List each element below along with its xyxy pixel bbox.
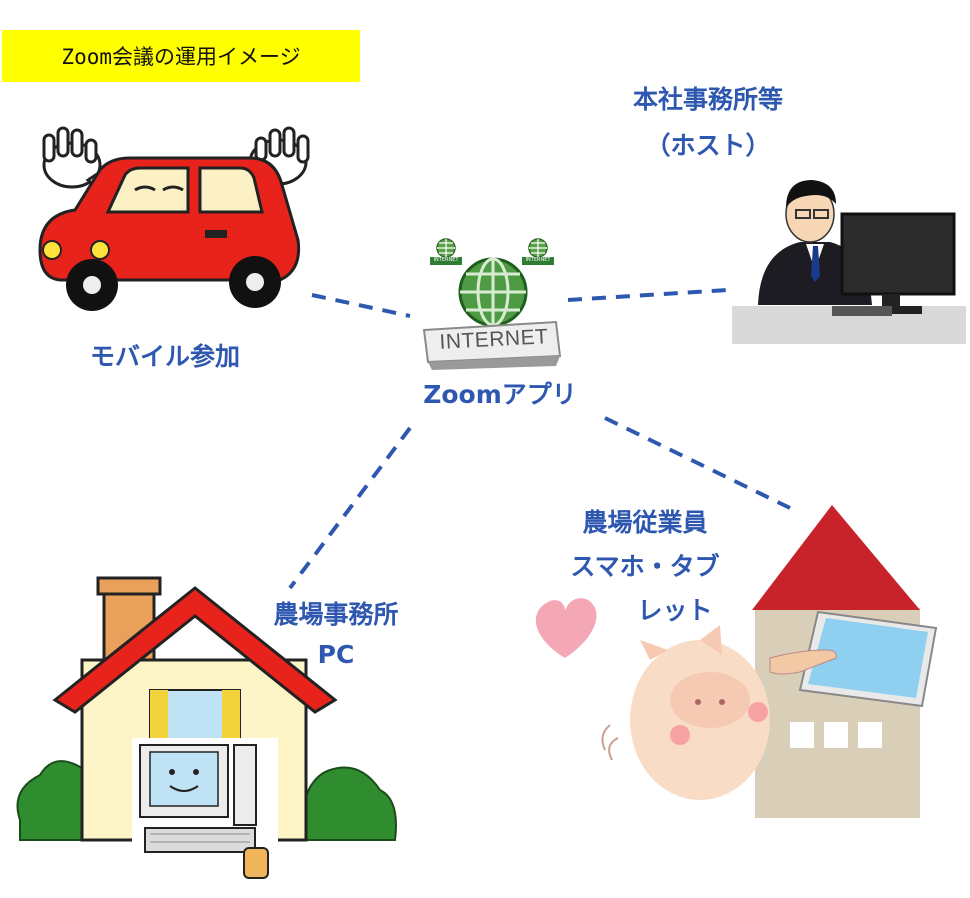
- connector-farm-office: [288, 426, 412, 590]
- connector-head-office: [567, 288, 729, 302]
- connector-farm-staff: [604, 416, 791, 510]
- farm-office-label: 農場事務所 PC: [236, 598, 436, 672]
- farm-staff-line3: レット: [637, 595, 713, 625]
- diagram-title-banner: Zoom会議の運用イメージ: [2, 30, 360, 82]
- head-office-line1: 本社事務所等: [632, 85, 783, 114]
- house-pc-icon: [16, 576, 397, 879]
- diagram-title: Zoom会議の運用イメージ: [61, 45, 301, 69]
- mobile-label: モバイル参加: [89, 342, 240, 371]
- farm-staff-label: 農場従業員 スマホ・タブ レット: [540, 506, 750, 627]
- hub-label: Zoomアプリ: [423, 380, 577, 409]
- internet-globe-icon: [422, 238, 562, 370]
- farm-office-line2: PC: [317, 639, 355, 669]
- head-office-label: 本社事務所等 （ホスト）: [598, 83, 818, 163]
- car-icon: [38, 126, 310, 311]
- farm-staff-line2: スマホ・タブ: [570, 551, 720, 581]
- heart-icon: [535, 598, 597, 658]
- head-office-line2: （ホスト）: [645, 130, 771, 160]
- businessman-computer-icon: [732, 180, 966, 344]
- connector-mobile: [311, 293, 411, 318]
- mini-sign-label-right: INTERNET: [525, 257, 551, 263]
- pig-tablet-icon: [601, 505, 938, 818]
- farm-office-line1: 農場事務所: [273, 600, 399, 629]
- farm-staff-line1: 農場従業員: [582, 508, 708, 537]
- mini-sign-label-left: INTERNET: [433, 257, 459, 263]
